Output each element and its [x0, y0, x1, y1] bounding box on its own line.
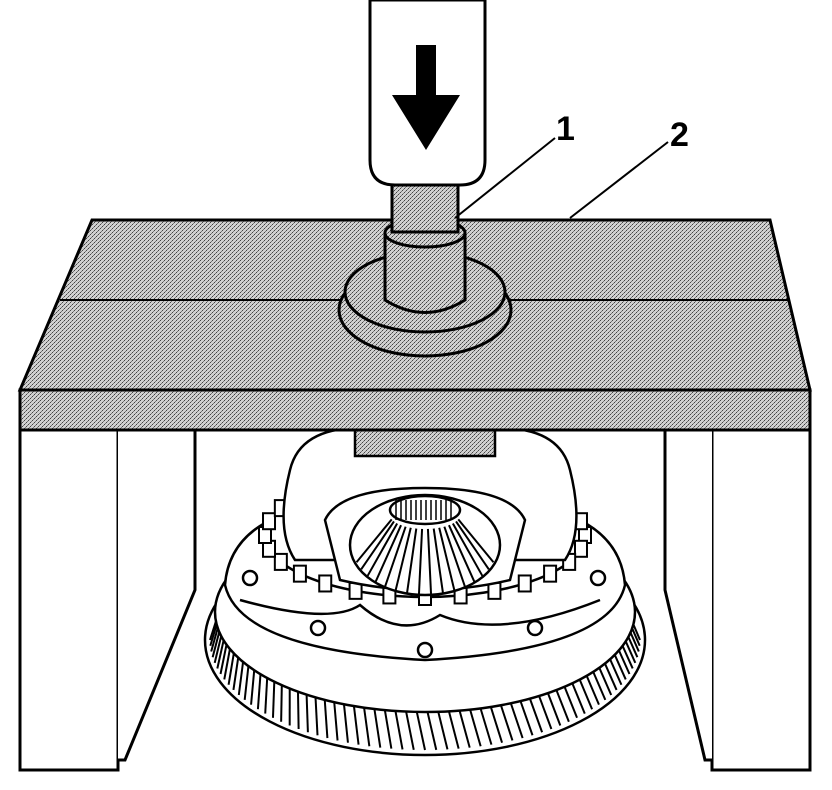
gear-tooth	[256, 671, 262, 710]
tone-ring-tooth	[262, 512, 277, 531]
side-gear-tooth	[438, 527, 456, 591]
side-gear-tooth	[406, 528, 418, 593]
gear-tooth	[237, 658, 245, 696]
gear-tooth	[469, 709, 482, 747]
bolt-hole-2	[309, 619, 327, 637]
gear-tooth	[373, 708, 382, 748]
side-gear-tooth	[417, 528, 424, 594]
gear-tooth	[509, 702, 524, 739]
gear-tooth	[602, 660, 618, 691]
bolt-hole-5	[589, 569, 607, 587]
gear-tooth	[232, 653, 240, 691]
side-gear-tooth	[355, 518, 393, 563]
tone-ring-tooth	[573, 539, 588, 558]
gear-tooth	[519, 700, 534, 736]
bolt-hole-3	[416, 641, 434, 659]
side-gear-splines	[388, 494, 462, 526]
tone-ring-tooth	[318, 574, 333, 593]
gear-tooth	[415, 711, 426, 751]
side-gear-tooth	[432, 528, 444, 593]
installer-tool	[337, 178, 513, 358]
callout-leader-2	[569, 141, 669, 219]
gear-tooth	[342, 703, 349, 743]
spline-lines	[395, 500, 452, 520]
gear-tooth	[227, 648, 236, 685]
plate-front-edge	[18, 388, 812, 432]
gear-tooth	[437, 711, 449, 750]
gear-tooth	[479, 707, 493, 745]
gear-tooth	[563, 685, 578, 719]
gear-tooth	[555, 688, 570, 723]
gear-tooth	[333, 701, 339, 741]
side-gear-tooth	[426, 528, 433, 594]
press-frame	[18, 423, 812, 772]
gear-tooth	[546, 691, 562, 726]
side-gear-teeth	[355, 518, 495, 594]
down-arrow-icon	[392, 45, 460, 150]
tone-ring-tooth	[517, 574, 532, 593]
gear-tooth	[271, 679, 276, 718]
tone-ring-tooth	[292, 564, 307, 583]
gear-tooth	[394, 710, 404, 750]
right-support-leg-inner	[663, 423, 712, 762]
callout-leader-1	[454, 137, 556, 219]
gear-tooth	[280, 683, 283, 722]
flange-contour	[239, 598, 601, 627]
gear-tooth	[597, 665, 613, 696]
tool-neck	[390, 178, 460, 234]
side-gear-tooth	[374, 524, 402, 582]
gear-tooth	[447, 711, 460, 749]
bolt-hole-4	[526, 619, 544, 637]
press-plate	[17, 218, 812, 432]
gear-tooth	[323, 699, 329, 739]
gear-tooth	[305, 693, 309, 733]
callout-label-2: 2	[670, 116, 689, 154]
gear-tooth	[489, 706, 504, 743]
gear-tooth	[383, 709, 393, 749]
gear-tooth	[250, 667, 256, 705]
side-gear-tooth	[360, 520, 395, 570]
tone-ring-tooth	[543, 564, 558, 583]
gear-tooth	[352, 705, 360, 745]
right-support-leg	[710, 423, 812, 772]
tool-shaft	[383, 233, 467, 314]
differential-assembly	[203, 418, 647, 757]
gear-tooth	[584, 673, 600, 706]
side-gear-tooth	[443, 526, 466, 587]
gear-tooth	[607, 655, 623, 686]
gear-tooth	[363, 707, 371, 747]
side-gear-tooth	[384, 526, 407, 587]
bolt-hole-1	[241, 569, 259, 587]
callout-label-1: 1	[556, 110, 575, 148]
gear-tooth	[264, 675, 269, 714]
gear-tooth	[570, 681, 586, 714]
left-support-leg-inner	[118, 423, 197, 762]
gear-tooth	[405, 711, 415, 751]
side-gear-tooth	[394, 527, 412, 591]
gear-tooth	[612, 651, 627, 680]
gear-tooth	[537, 694, 553, 730]
gear-tooth	[426, 711, 438, 751]
side-gear-tooth	[448, 524, 476, 582]
gear-tooth	[591, 669, 607, 701]
side-gear-tooth	[452, 522, 484, 577]
side-gear-tooth	[366, 522, 398, 577]
left-support-leg	[18, 423, 120, 772]
gear-tooth	[528, 697, 544, 733]
gear-tooth	[314, 696, 319, 736]
side-gear-tooth	[457, 518, 495, 563]
side-gear-tooth	[455, 520, 490, 570]
gear-tooth	[578, 677, 594, 710]
gear-tooth	[296, 690, 300, 730]
gear-tooth	[243, 662, 250, 701]
gear-tooth	[499, 704, 514, 741]
tone-ring-tooth	[273, 552, 288, 571]
gear-tooth	[458, 710, 471, 748]
